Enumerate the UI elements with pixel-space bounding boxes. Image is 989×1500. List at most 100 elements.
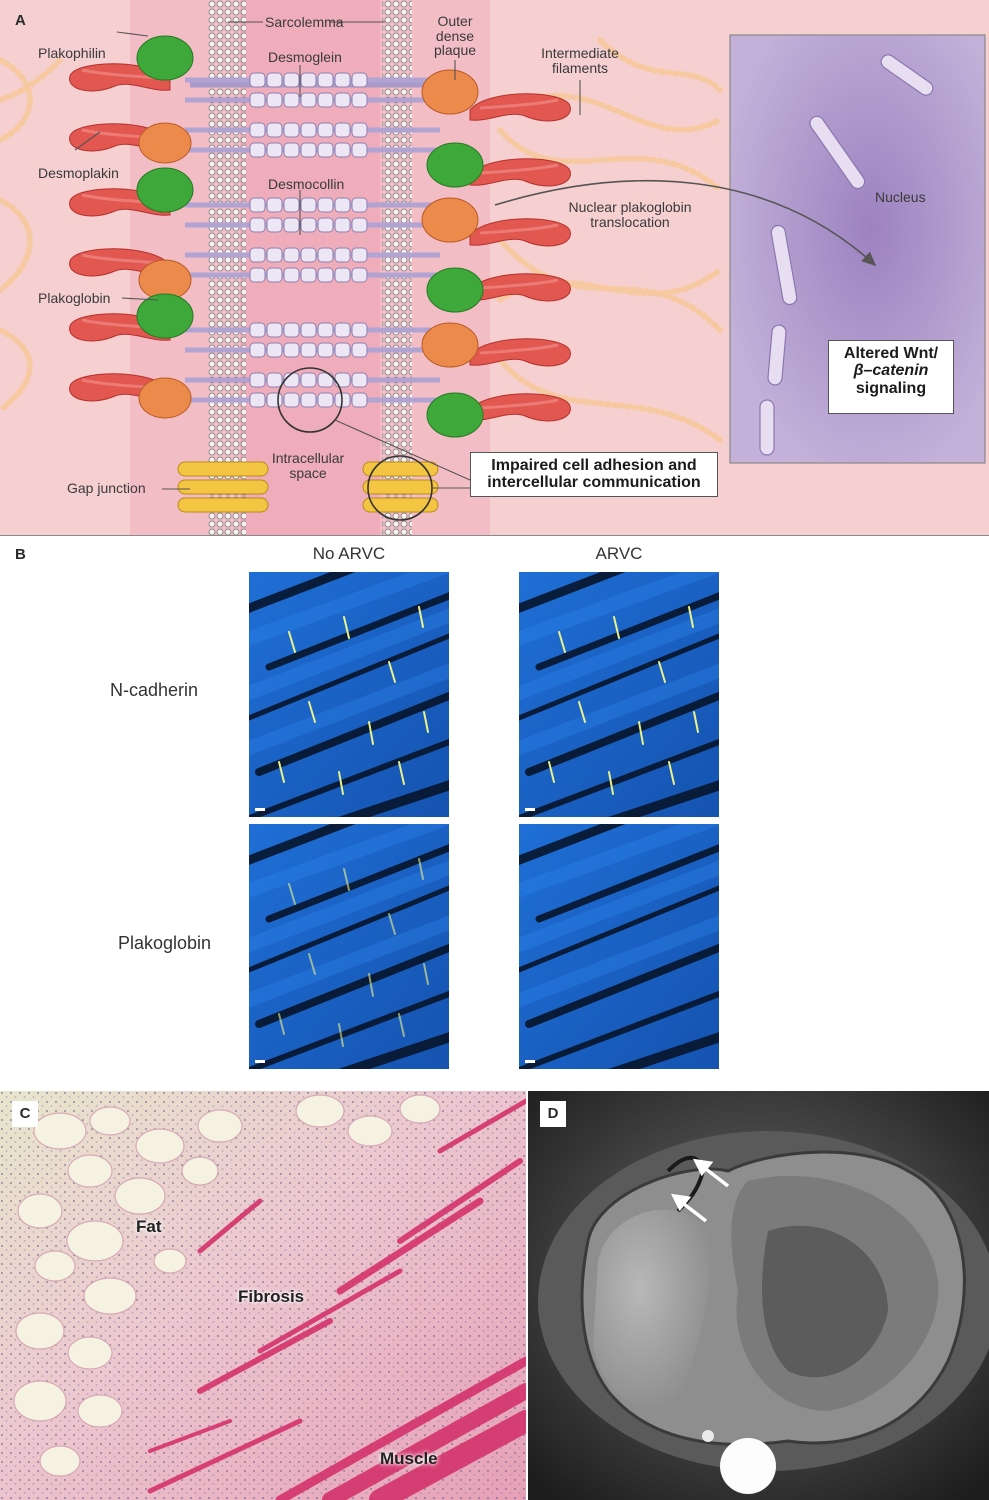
cadherin-chains [185, 72, 440, 408]
cadherin-bead [334, 197, 351, 213]
cadherin-bead [351, 92, 368, 108]
cadherin-bead [317, 267, 334, 283]
label-fat: Fat [136, 1217, 162, 1236]
cadherin-bead [249, 217, 266, 233]
label-desmoplakin: Desmoplakin [38, 165, 119, 181]
cadherin-bead [283, 322, 300, 338]
cadherin-bead [317, 92, 334, 108]
cadherin-bead [334, 122, 351, 138]
cadherin-bead [283, 247, 300, 263]
cadherin-bead [283, 217, 300, 233]
cadherin-bead [266, 267, 283, 283]
left-desmosome-proteins [68, 35, 194, 419]
adhesion-focus-circle [277, 367, 343, 433]
mri-image [528, 1091, 989, 1500]
cadherin-bead [283, 72, 300, 88]
micrograph-plakoglobin-no-arvc [249, 824, 449, 1069]
cadherin-bead [249, 372, 266, 388]
cadherin-bead [266, 217, 283, 233]
cadherin-bead [283, 92, 300, 108]
panel-letter-b: B [15, 546, 26, 563]
fat-vacuoles [13, 1094, 441, 1477]
cadherin-bead [266, 342, 283, 358]
label-muscle: Muscle [380, 1449, 438, 1468]
callout-wnt-line1: Altered Wnt/ [843, 345, 939, 362]
histology-image [0, 1091, 526, 1500]
cadherin-bead [266, 322, 283, 338]
cadherin-bead [317, 72, 334, 88]
cadherin-bead [351, 247, 368, 263]
cadherin-bead [283, 142, 300, 158]
label-outer-dense-plaque: Outer dense plaque [433, 13, 477, 59]
cadherin-bead [283, 122, 300, 138]
cadherin-bead [351, 392, 368, 408]
gap-junction-right [362, 455, 439, 521]
cadherin-bead [249, 322, 266, 338]
right-desmosome-proteins [421, 69, 570, 438]
label-fibrosis: Fibrosis [238, 1287, 305, 1306]
cadherin-bead [317, 197, 334, 213]
cadherin-bead [351, 142, 368, 158]
cadherin-bead [266, 392, 283, 408]
cadherin-bead [317, 247, 334, 263]
cadherin-bead [317, 122, 334, 138]
cadherin-bead [334, 247, 351, 263]
label-nuclear-translocation: Nuclear plakoglobin translocation [568, 199, 692, 230]
row-label-plakoglobin: Plakoglobin [118, 933, 212, 953]
column-label-arvc: ARVC [595, 544, 643, 563]
cadherin-bead [300, 217, 317, 233]
cadherin-bead [249, 122, 266, 138]
cadherin-bead [300, 142, 317, 158]
cadherin-bead [334, 372, 351, 388]
cadherin-bead [351, 72, 368, 88]
micrograph-plakoglobin-arvc [519, 824, 719, 1069]
panel-d-cardiac-mri: D [528, 1091, 989, 1500]
cadherin-bead [249, 392, 266, 408]
panel-letter-c: C [12, 1101, 38, 1127]
cadherin-bead [300, 72, 317, 88]
desmosome-illustration [0, 0, 986, 535]
cadherin-bead [266, 72, 283, 88]
cadherin-bead [300, 247, 317, 263]
cadherin-bead [249, 342, 266, 358]
panel-letter-d: D [540, 1101, 566, 1127]
panel-letter-a: A [15, 12, 26, 29]
label-plakophilin: Plakophilin [38, 45, 106, 61]
cadherin-bead [300, 267, 317, 283]
cadherin-bead [249, 72, 266, 88]
cadherin-bead [300, 92, 317, 108]
cadherin-bead [266, 372, 283, 388]
label-gap-junction: Gap junction [67, 480, 146, 496]
label-desmoglein: Desmoglein [268, 49, 342, 65]
cadherin-bead [300, 342, 317, 358]
label-sarcolemma: Sarcolemma [265, 14, 344, 30]
callout-wnt-line2: β–catenin [853, 362, 929, 380]
cadherin-bead [351, 267, 368, 283]
cadherin-bead [283, 267, 300, 283]
cadherin-bead [317, 392, 334, 408]
cadherin-bead [334, 217, 351, 233]
cadherin-bead [249, 247, 266, 263]
cadherin-bead [317, 322, 334, 338]
label-nucleus: Nucleus [875, 189, 926, 205]
panel-c-histology: C Fat Fibrosis Muscle [0, 1091, 526, 1500]
cadherin-bead [351, 122, 368, 138]
mri-arrows [670, 1158, 730, 1223]
cadherin-bead [334, 92, 351, 108]
cadherin-bead [266, 92, 283, 108]
cadherin-bead [249, 197, 266, 213]
micrograph-ncadherin-no-arvc [249, 572, 449, 817]
cadherin-bead [334, 142, 351, 158]
gap-junction-left [177, 461, 269, 513]
cadherin-bead [334, 72, 351, 88]
cadherin-bead [334, 267, 351, 283]
label-intracellular-space: Intracellular space [271, 450, 345, 481]
cadherin-bead [351, 322, 368, 338]
cadherin-bead [317, 342, 334, 358]
cadherin-bead [317, 372, 334, 388]
cadherin-bead [283, 392, 300, 408]
cadherin-bead [249, 142, 266, 158]
label-intermediate-filaments: Intermediate filaments [541, 45, 619, 76]
cadherin-bead [334, 322, 351, 338]
cadherin-bead [300, 122, 317, 138]
